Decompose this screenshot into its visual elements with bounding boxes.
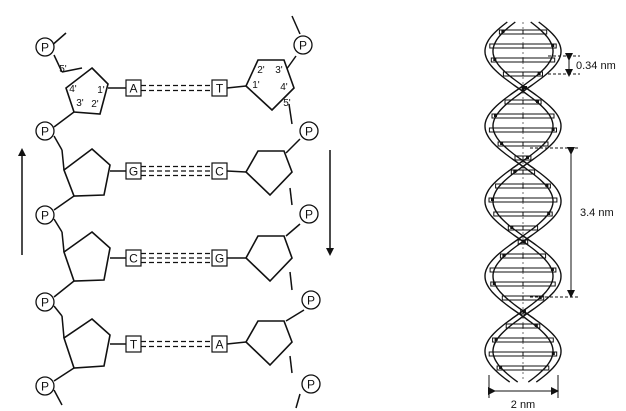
phosphate-label: P	[41, 41, 49, 55]
base-label-left: G	[129, 165, 138, 179]
left-sugar-2	[63, 147, 111, 197]
left-carbon-5-label: 5'	[59, 64, 67, 75]
base-pair-4: T A	[110, 335, 247, 353]
phosphate-label: P	[307, 294, 315, 308]
right-carbon-1-label: 1'	[252, 80, 260, 91]
rise-per-base-label: 0.34 nm	[576, 60, 616, 72]
base-label-left: T	[130, 338, 138, 352]
helix-dot	[536, 100, 539, 103]
phosphate-label: P	[41, 209, 49, 223]
helix-strand-1-edge-a	[484, 21, 554, 383]
left-carbon-3-label: 3'	[76, 98, 84, 109]
phosphate-label: P	[41, 296, 49, 310]
phosphate-label: P	[305, 208, 313, 222]
helix-dot	[513, 170, 517, 173]
right-carbon-2-label: 2'	[257, 65, 265, 76]
base-label-right: G	[215, 252, 224, 266]
right-strand-backbone	[285, 15, 305, 409]
phosphate-label: P	[41, 380, 49, 394]
helix-strand-1-edge-b	[492, 21, 562, 383]
base-label-right: A	[215, 338, 223, 352]
base-label-right: T	[216, 82, 224, 96]
left-strand-backbone	[49, 32, 83, 406]
pitch-measurement: 3.4 nm	[530, 147, 614, 298]
base-label-right: C	[215, 165, 224, 179]
right-sugar-4	[244, 320, 293, 367]
base-label-left: A	[129, 82, 137, 96]
phosphate-label: P	[41, 125, 49, 139]
left-sugar-4	[63, 317, 111, 369]
left-carbon-4-label: 4'	[69, 84, 77, 95]
diameter-label: 2 nm	[511, 399, 535, 411]
base-label-left: C	[129, 252, 138, 266]
phosphate-label: P	[307, 378, 315, 392]
base-pair-2: G C	[110, 162, 247, 180]
left-phosphates: P P P P P	[35, 37, 55, 396]
base-pair-3: C G	[110, 249, 246, 267]
right-sugar-1	[245, 59, 295, 112]
right-carbon-5-label: 5'	[283, 98, 291, 109]
right-sugar-3	[245, 235, 293, 283]
helix-dot	[545, 184, 549, 187]
helix-strand-2-edge-a	[484, 21, 554, 383]
left-carbon-2-label: 2'	[91, 99, 99, 110]
left-sugar-1	[65, 66, 109, 115]
phosphate-label: P	[305, 125, 313, 139]
pitch-label: 3.4 nm	[580, 207, 614, 219]
base-pair-1: A T	[108, 79, 247, 97]
helix-dot	[502, 254, 506, 257]
helix-dot	[501, 30, 505, 33]
helix-strand-2-edge-b	[492, 21, 562, 383]
right-sugar-2	[244, 150, 293, 197]
right-carbon-3-label: 3'	[275, 65, 283, 76]
diameter-measurement: 2 nm	[488, 375, 559, 411]
helix-backbone-strands	[484, 21, 562, 383]
helix-dot	[534, 324, 538, 327]
left-carbon-1-label: 1'	[97, 85, 105, 96]
right-phosphates: P P P P P	[293, 35, 321, 394]
right-carbon-4-label: 4'	[280, 82, 288, 93]
rise-per-base-measurement: 0.34 nm	[548, 53, 616, 77]
double-helix	[484, 21, 562, 383]
left-sugar-3	[63, 230, 111, 282]
phosphate-label: P	[299, 39, 307, 53]
